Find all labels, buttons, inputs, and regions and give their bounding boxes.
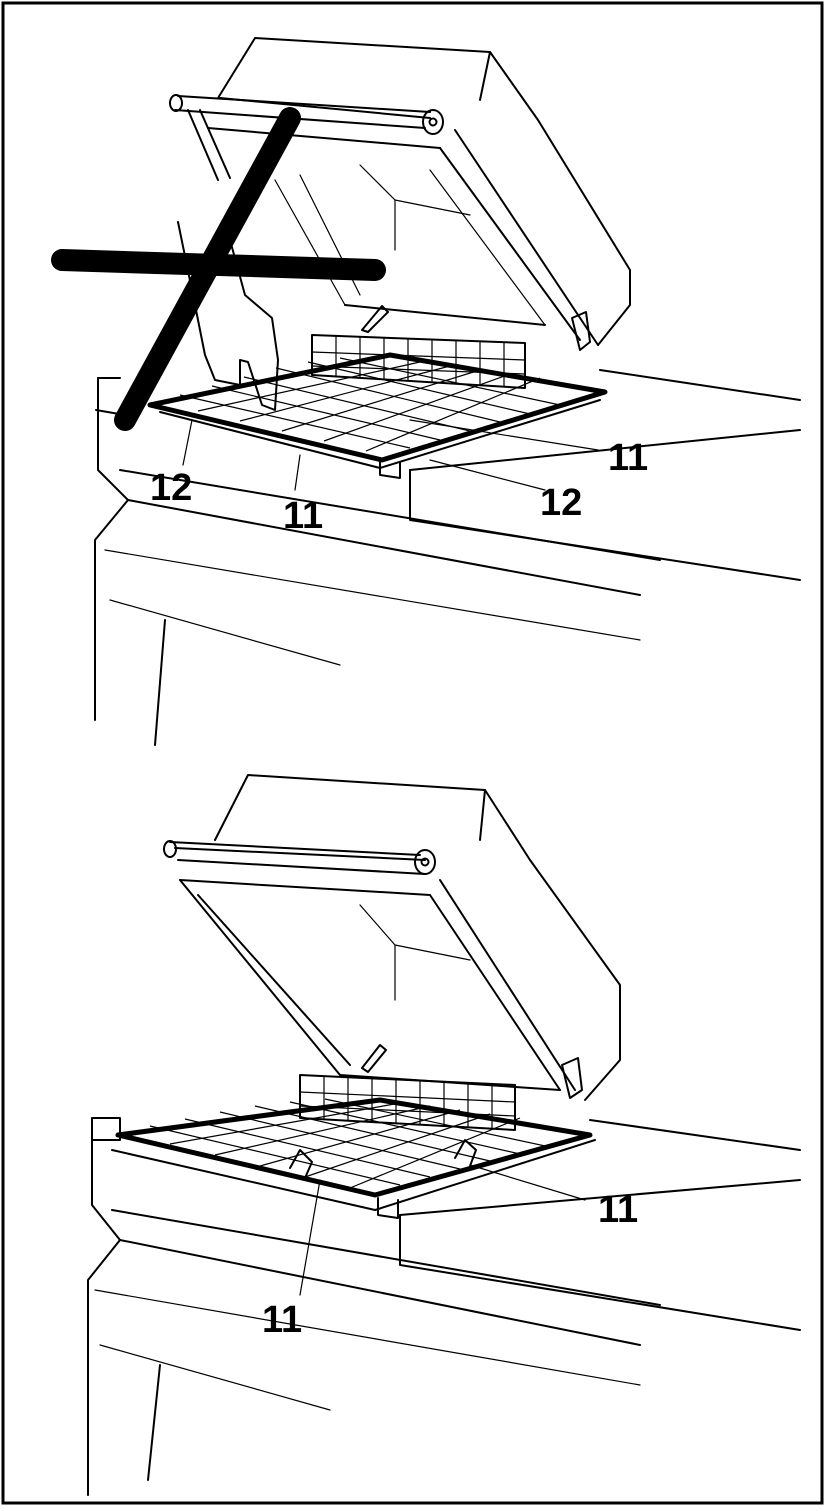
bottom-tray — [91, 1097, 596, 1219]
bottom-latch — [361, 1044, 387, 1073]
label-11-rear-center: 11 — [283, 495, 323, 537]
bottom-hinge — [561, 1057, 583, 1099]
top-tray — [147, 352, 608, 479]
top-hinge — [571, 311, 591, 351]
prohibited-cross-mark — [51, 107, 386, 431]
top-machine-body — [94, 369, 801, 746]
bottom-lid — [174, 774, 621, 1101]
hand-illustration — [177, 221, 279, 411]
leader-11-right-upper — [409, 419, 599, 451]
label-11-right: 11 — [598, 1189, 638, 1231]
leader-12-right-lower — [429, 459, 546, 491]
bottom-machine-body — [87, 1119, 801, 1496]
label-12-right-lower: 12 — [540, 482, 582, 524]
bottom-panel-machine: 11 11 — [87, 774, 801, 1496]
leader-12-rear-left — [182, 419, 193, 466]
bottom-handle-bar — [163, 840, 436, 875]
leader-11-center — [299, 1179, 321, 1296]
label-11-right-upper: 11 — [608, 437, 648, 479]
leader-11-right — [469, 1164, 586, 1201]
top-lid — [207, 37, 631, 346]
top-latch — [361, 305, 389, 333]
label-11-center: 11 — [262, 1299, 302, 1341]
leader-11-rear-center — [294, 454, 301, 491]
label-12-rear-left: 12 — [150, 467, 192, 509]
top-handle-bar — [169, 94, 444, 181]
top-panel-machine: 12 11 11 12 — [51, 37, 801, 746]
